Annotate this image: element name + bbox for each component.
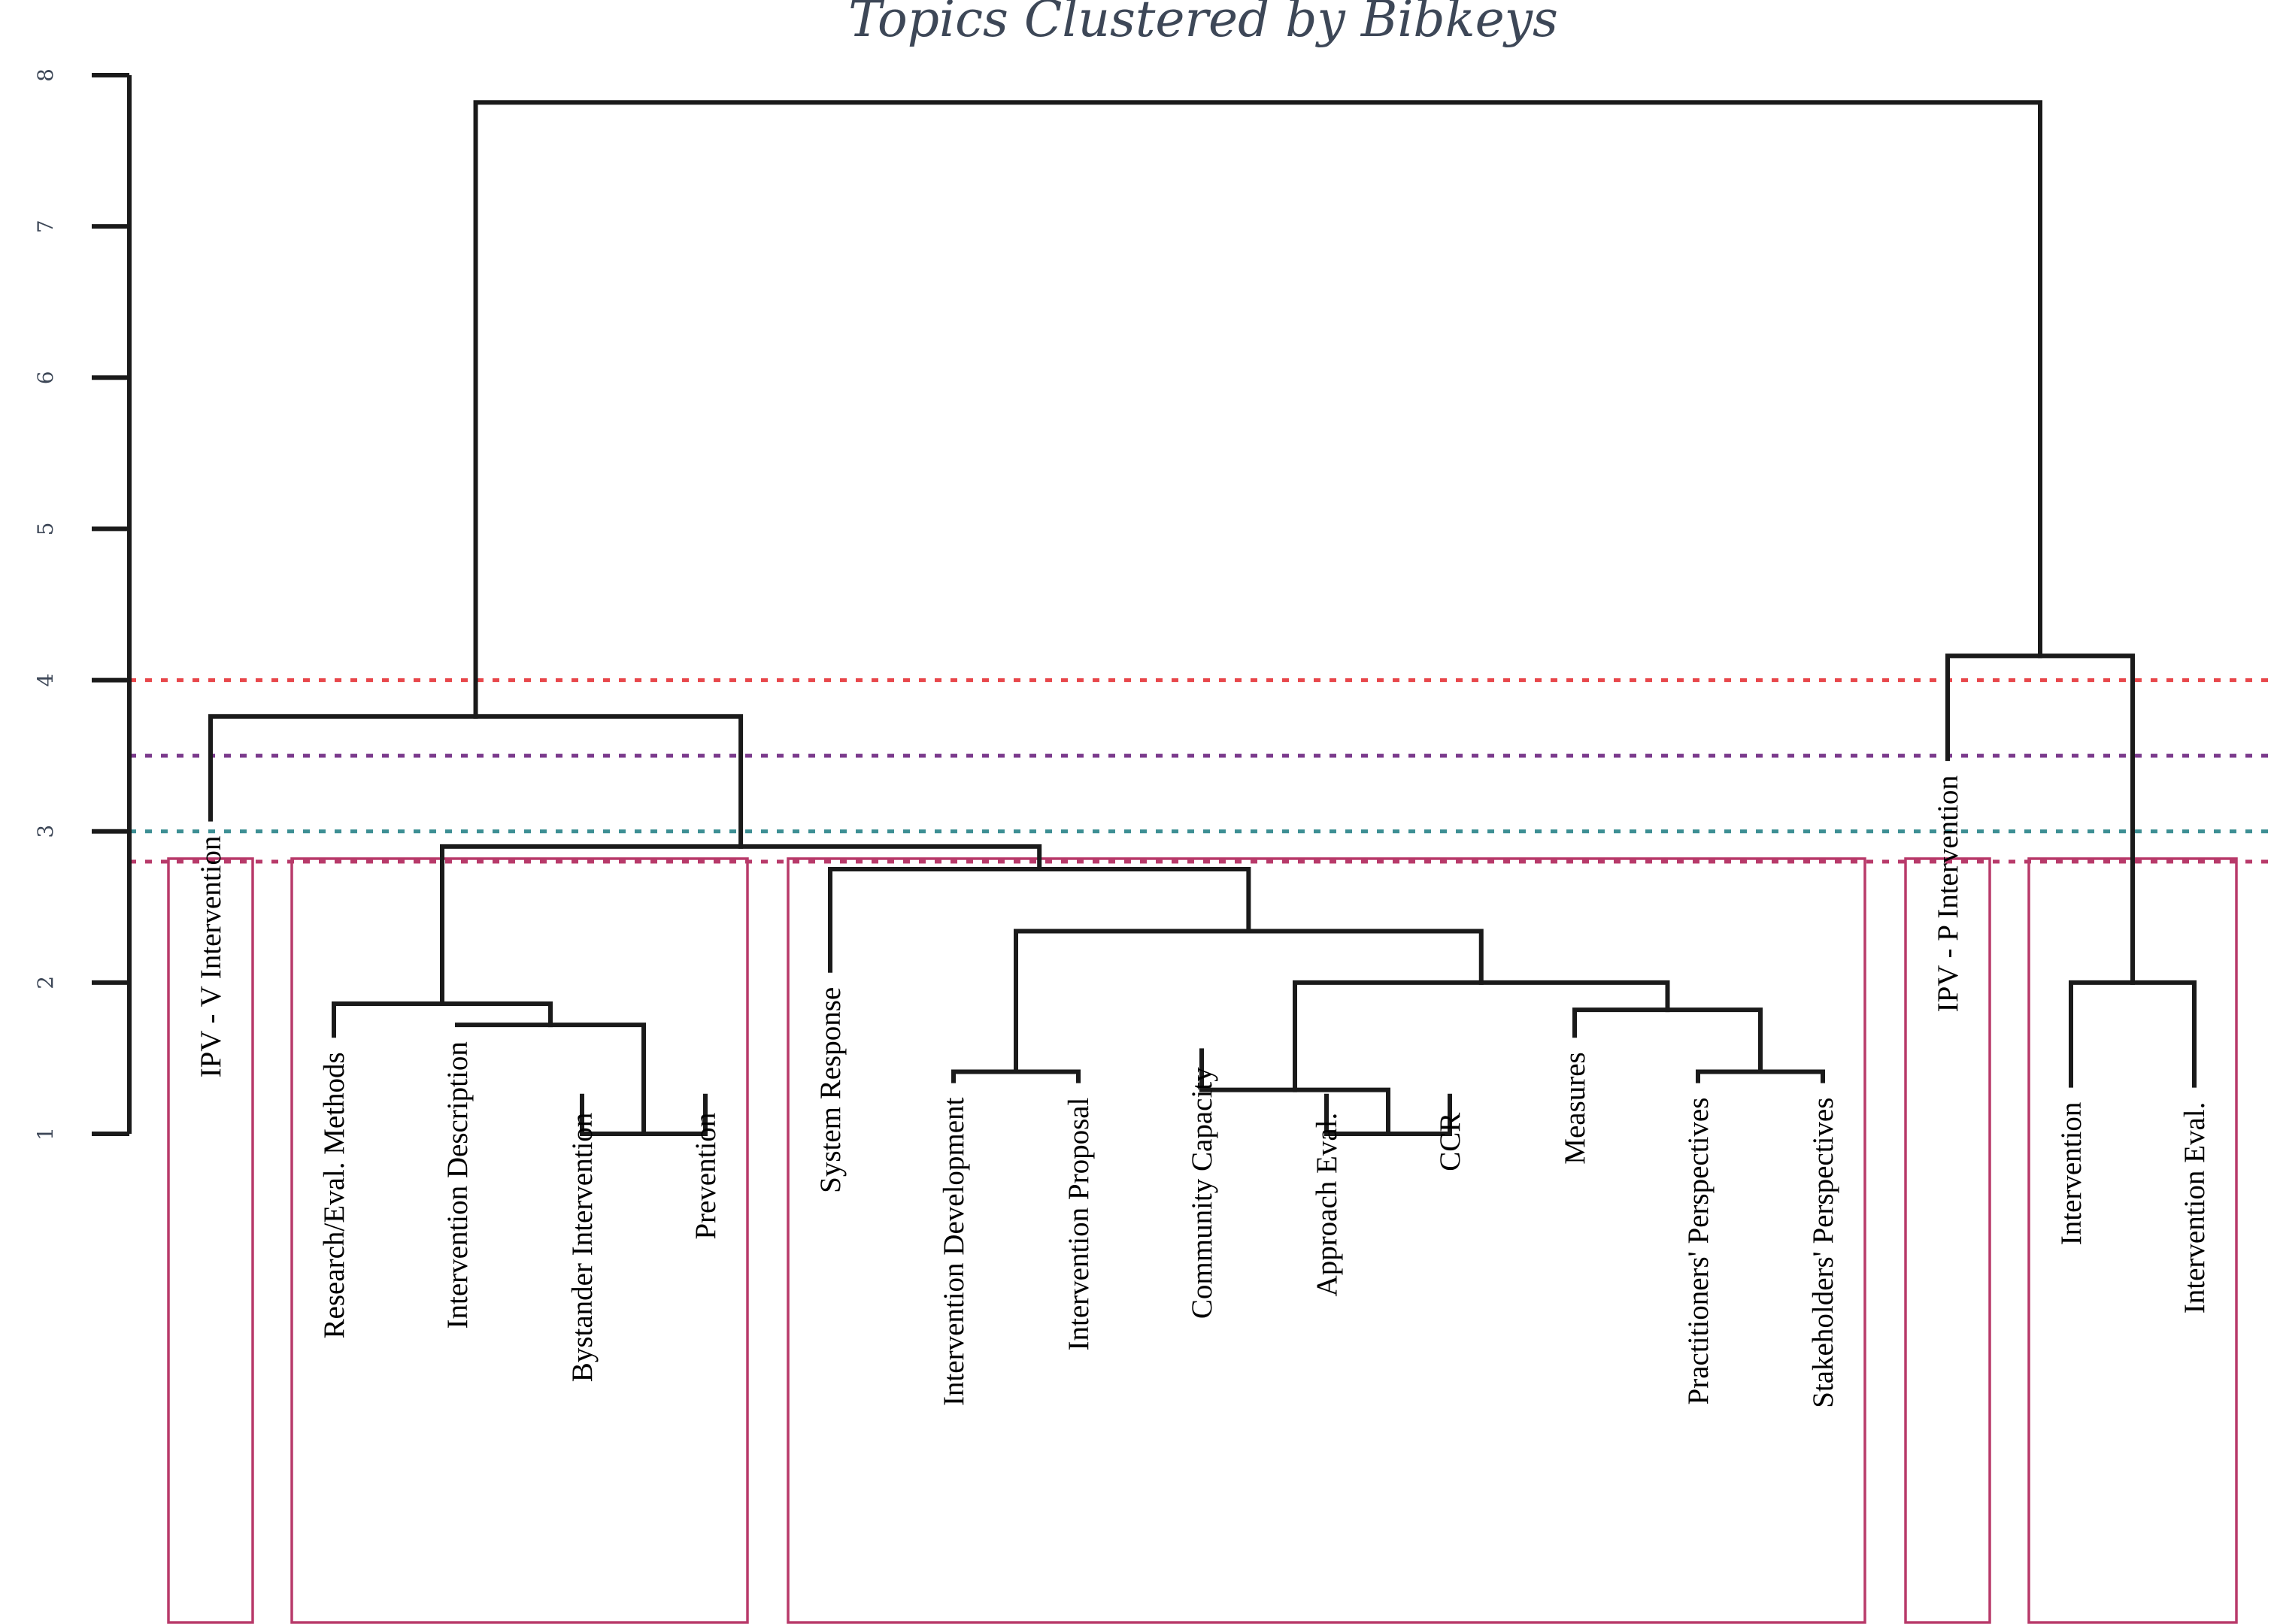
merge-link-9 (2069, 980, 2197, 1088)
chart-title: Topics Clustered by Bibkeys (848, 0, 1558, 48)
leaf-label-8: Intervention Proposal (1063, 1097, 1095, 1350)
y-axis: 1 2 3 4 5 6 7 8 (33, 68, 132, 1141)
merge-link-3 (332, 1001, 553, 1038)
y-tick-label-4: 4 (33, 674, 58, 687)
merge-link-16 (473, 100, 2042, 719)
leaf-label-15: IPV - P Intervention (1932, 775, 1964, 1012)
dendrogram-tree (208, 100, 2197, 1136)
leaf-label-7: Intervention Development (938, 1097, 970, 1406)
merge-link-7 (1572, 1007, 1763, 1074)
leaf-label-1: IPV - V Intervention (195, 836, 227, 1078)
cluster-box-1 (167, 857, 254, 1624)
leaf-label-14: Stakeholders' Perspectives (1807, 1098, 1839, 1408)
merge-link-12 (828, 867, 1251, 973)
y-tick-label-8: 8 (33, 68, 58, 82)
leaf-label-2: Research/Eval. Methods (318, 1052, 350, 1338)
leaf-label-5: Prevention (690, 1113, 722, 1240)
leaf-label-6: System Response (814, 987, 847, 1193)
merge-link-14 (208, 714, 744, 849)
y-tick-label-5: 5 (33, 523, 58, 536)
cluster-box-3 (787, 857, 1866, 1624)
cluster-box-2 (290, 857, 749, 1624)
cluster-boxes (167, 857, 2238, 1624)
leaf-label-16: Intervention (2055, 1102, 2088, 1246)
y-tick-label-1: 1 (33, 1127, 58, 1141)
y-tick-label-6: 6 (33, 371, 58, 384)
leaf-label-10: Approach Eval. (1311, 1113, 1343, 1297)
cut-lines (129, 678, 2274, 864)
leaf-label-4: Bystander Intervention (566, 1113, 599, 1382)
leaf-label-9: Community Capacity (1186, 1067, 1218, 1319)
merge-link-15 (1945, 653, 2135, 985)
leaf-label-13: Practitioners' Perspectives (1682, 1098, 1715, 1405)
leaf-label-3: Intervention Description (441, 1041, 474, 1329)
leaf-label-12: Measures (1559, 1052, 1591, 1164)
merge-link-11 (1014, 929, 1484, 1074)
merge-link-10 (1293, 980, 1670, 1092)
y-tick-label-3: 3 (33, 825, 58, 838)
merge-link-2 (455, 1023, 646, 1136)
y-tick-label-2: 2 (33, 976, 58, 989)
leaf-label-17: Intervention Eval. (2178, 1102, 2211, 1314)
leaf-label-11: CCR (1434, 1113, 1466, 1171)
y-tick-label-7: 7 (33, 220, 58, 233)
cluster-box-4 (1904, 857, 1991, 1624)
